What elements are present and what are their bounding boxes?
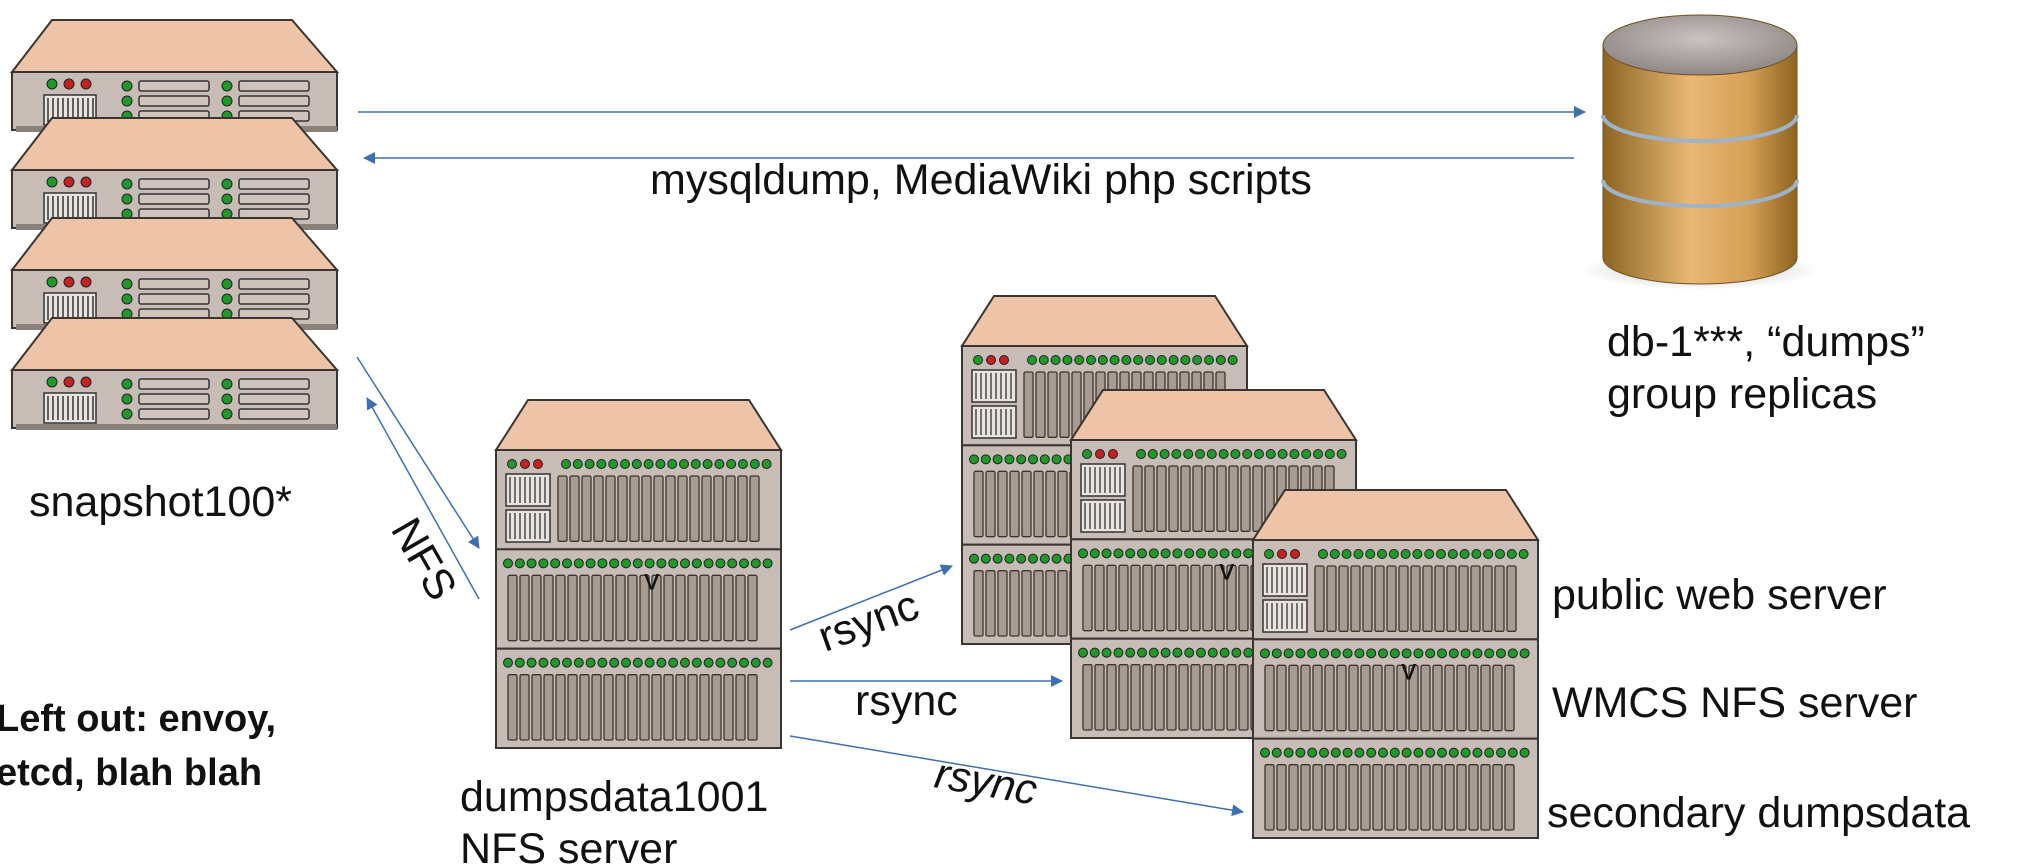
arrow-snapshot-to-dumpsdata xyxy=(356,356,480,549)
db-name-line2: group replicas xyxy=(1607,370,1877,418)
dumpsdata1001-server-icon: v xyxy=(494,399,783,750)
tower-mark-text: v xyxy=(1401,653,1416,686)
arrow-rsync-secondary xyxy=(789,735,1244,817)
rack-server-unit-icon xyxy=(9,217,340,330)
db-edge-label: mysqldump, MediaWiki php scripts xyxy=(650,156,1312,204)
left-out-note-line2: etcd, blah blah xyxy=(0,752,262,794)
database-icon xyxy=(1580,14,1820,290)
secondary-dumpsdata-label: secondary dumpsdata xyxy=(1547,789,1970,837)
snapshot-server-stack-icon xyxy=(9,19,340,430)
dumpsdata-name-line1: dumpsdata1001 xyxy=(460,773,768,821)
rack-server-unit-icon xyxy=(9,19,340,132)
nfs-edge-label: NFS xyxy=(381,510,466,608)
secondary-dumpsdata-server-icon: v xyxy=(1251,489,1540,840)
left-out-note-line1: Left out: envoy, xyxy=(0,698,276,740)
arrow-dumpsdata-to-snapshot xyxy=(366,397,480,600)
rack-server-unit-icon xyxy=(9,317,340,430)
rsync-label-secondary: rsync xyxy=(931,750,1041,815)
public-web-server-label: public web server xyxy=(1552,571,1887,619)
wmcs-nfs-server-label: WMCS NFS server xyxy=(1552,679,1918,727)
tower-mark-text: v xyxy=(1219,553,1234,586)
snapshot-label: snapshot100* xyxy=(29,478,292,526)
rsync-label-wmcs: rsync xyxy=(855,677,958,725)
rack-server-unit-icon xyxy=(9,117,340,230)
arrow-rsync-public-web xyxy=(789,564,953,631)
dumpsdata-name-line2: NFS server xyxy=(460,825,677,868)
rsync-label-public-web: rsync xyxy=(812,581,925,661)
tower-mark-text: v xyxy=(644,563,659,596)
db-name-line1: db-1***, “dumps” xyxy=(1607,318,1925,366)
arrows xyxy=(356,106,1586,817)
